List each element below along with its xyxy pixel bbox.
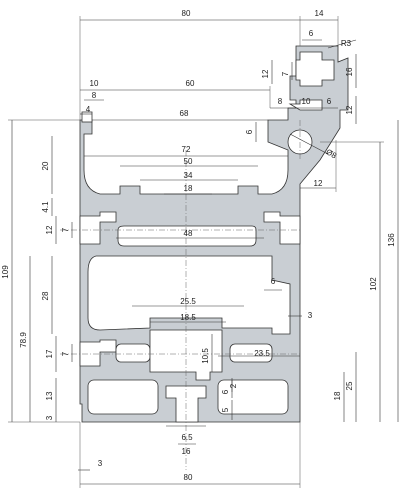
cavity-main (87, 255, 291, 335)
dim-18: 18 (184, 184, 193, 193)
dim-136: 136 (387, 233, 396, 247)
dim-3-left: 3 (45, 415, 54, 420)
dim-10-5: 10.5 (201, 348, 210, 364)
dim-80-top: 80 (182, 9, 191, 18)
dim-48: 48 (184, 229, 193, 238)
aluminum-profile (79, 45, 349, 423)
dim-4-1: 4.1 (41, 201, 50, 213)
dimension-lines (8, 16, 399, 488)
slot-upper-right (288, 99, 323, 111)
dim-50: 50 (184, 157, 193, 166)
dim-6-mid: 6 (245, 129, 254, 134)
dim-3-bottom: 3 (98, 459, 103, 468)
dim-4: 4 (86, 105, 91, 114)
center-lines (60, 120, 301, 470)
dim-14: 14 (315, 9, 324, 18)
dim-6-lower: 6 (221, 389, 230, 394)
slot-left-upper (79, 211, 117, 245)
dim-2: 2 (229, 383, 238, 388)
dim-12-right-mid: 12 (314, 179, 323, 188)
dim-6-right: 6 (327, 97, 332, 106)
dim-18-5: 18.5 (180, 313, 196, 322)
slot-center (149, 329, 223, 381)
slot-top-right (295, 51, 335, 87)
cavity-bottom-left (87, 379, 159, 415)
dim-6-top: 6 (309, 29, 314, 38)
dim-8-left: 8 (92, 91, 97, 100)
dim-25: 25 (345, 381, 354, 390)
pocket-lower-left (115, 343, 151, 363)
cavity-inner-upper (117, 225, 257, 247)
dim-12-top: 12 (261, 69, 270, 78)
dim-102: 102 (369, 277, 378, 291)
dimension-labels: 80 14 6 R3 12 7 16 10 8 60 4 68 8 10 6 1… (1, 9, 396, 482)
dim-68: 68 (180, 109, 189, 118)
dim-72: 72 (182, 145, 191, 154)
dim-10-left: 10 (90, 79, 99, 88)
cavity-bottom-right (217, 379, 289, 415)
dim-80-bottom: 80 (184, 473, 193, 482)
dim-r3: R3 (341, 39, 352, 48)
dim-6-5: 6.5 (181, 433, 193, 442)
dim-28: 28 (41, 291, 50, 300)
notch-top-left (81, 111, 93, 123)
dim-6-middle: 6 (271, 277, 276, 286)
dim-18-lower: 18 (333, 391, 342, 400)
slot-right-upper (263, 211, 301, 245)
dim-3-right: 3 (308, 311, 313, 320)
dim-25-5: 25.5 (180, 297, 196, 306)
pocket-lower-right (229, 343, 273, 363)
dim-13: 13 (45, 391, 54, 400)
dim-12-right: 12 (345, 105, 354, 114)
dim-12-left: 12 (45, 225, 54, 234)
dim-16-bottom: 16 (182, 447, 191, 456)
dim-7-lower: 7 (61, 351, 70, 356)
dim-7-left: 7 (61, 227, 70, 232)
dim-34: 34 (184, 171, 193, 180)
dim-109: 109 (1, 265, 10, 279)
dim-17: 17 (45, 349, 54, 358)
dim-60: 60 (186, 79, 195, 88)
dim-23-5: 23.5 (254, 349, 270, 358)
dim-78-9: 78.9 (19, 332, 28, 348)
dim-10-right: 10 (302, 97, 311, 106)
dim-7-top: 7 (281, 71, 290, 76)
dim-8-right: 8 (278, 97, 283, 106)
dim-20: 20 (41, 161, 50, 170)
dim-5: 5 (221, 407, 230, 412)
dim-16: 16 (345, 67, 354, 76)
